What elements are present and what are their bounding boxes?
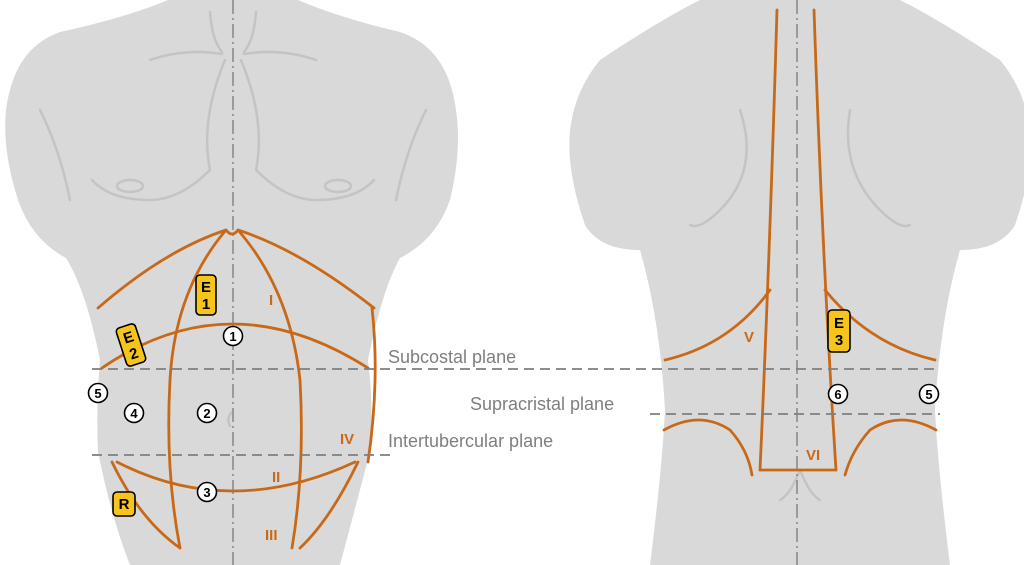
point-5-back-label: 5	[925, 387, 932, 402]
region-label-III: III	[265, 527, 278, 544]
region-label-V: V	[744, 329, 754, 346]
point-6-marker: 6	[827, 383, 849, 405]
badge-E3-letter: E	[834, 315, 844, 332]
supracristal-plane-label: Supracristal plane	[470, 394, 614, 414]
right-flank-line	[366, 306, 377, 464]
front-torso-silhouette	[5, 0, 458, 565]
region-label-VI: VI	[806, 447, 820, 464]
right-paramedian-line	[236, 228, 303, 550]
badge-E1: E 1	[195, 274, 217, 316]
deltoid-left	[38, 108, 72, 202]
badge-E1-number: 1	[202, 296, 210, 313]
badge-E1-letter: E	[201, 279, 211, 296]
right-loin-line	[823, 288, 937, 362]
pectoral-right	[239, 58, 376, 202]
erector-strip-left	[758, 8, 779, 472]
left-paramedian-line	[167, 228, 228, 550]
badge-E2: E 2	[115, 323, 147, 367]
scapula-left	[688, 108, 748, 228]
clavicle-right	[242, 50, 318, 62]
deltoid-right	[394, 108, 428, 202]
nipple-left	[115, 178, 145, 194]
left-loin-line	[663, 288, 772, 362]
point-3-marker: 3	[196, 481, 218, 503]
nipple-right	[323, 178, 353, 194]
point-2-marker: 2	[196, 402, 218, 424]
pectoral-left	[90, 58, 227, 202]
point-4-label: 4	[130, 406, 138, 421]
badge-R-label: R	[119, 496, 130, 513]
point-1-marker: 1	[222, 325, 244, 347]
gluteal-cleft	[778, 468, 822, 502]
neck-line-left	[208, 10, 224, 54]
back-torso	[569, 0, 1024, 565]
subcostal-arch-line	[96, 228, 376, 310]
point-5-back-marker: 5	[918, 383, 940, 405]
region-label-I: I	[269, 292, 273, 309]
neck-line-right	[242, 10, 258, 54]
point-3-label: 3	[203, 485, 210, 500]
region-label-II: II	[272, 469, 280, 486]
right-inguinal-line	[298, 460, 360, 550]
left-iliac-crest-line	[662, 418, 754, 477]
clavicle-left	[148, 50, 224, 62]
point-1-label: 1	[229, 329, 236, 344]
badge-E2-letter: E	[121, 328, 136, 347]
subcostal-plane-label: Subcostal plane	[388, 347, 516, 367]
umbilicus	[227, 410, 234, 428]
point-4-marker: 4	[123, 402, 145, 424]
point-5-front-marker: 5	[87, 382, 109, 404]
front-torso	[5, 0, 458, 565]
scapula-right	[846, 108, 912, 228]
point-5-front-label: 5	[94, 386, 101, 401]
right-iliac-crest-line	[843, 418, 938, 477]
badge-E3-number: 3	[835, 332, 843, 349]
badge-E3: E 3	[827, 309, 851, 353]
point-2-label: 2	[203, 406, 210, 421]
erector-strip-right	[812, 8, 838, 472]
point-6-label: 6	[834, 387, 841, 402]
intertubercular-plane-label: Intertubercular plane	[388, 431, 553, 451]
left-inguinal-line	[110, 460, 182, 550]
badge-R: R	[112, 491, 136, 517]
region-label-IV: IV	[340, 431, 354, 448]
